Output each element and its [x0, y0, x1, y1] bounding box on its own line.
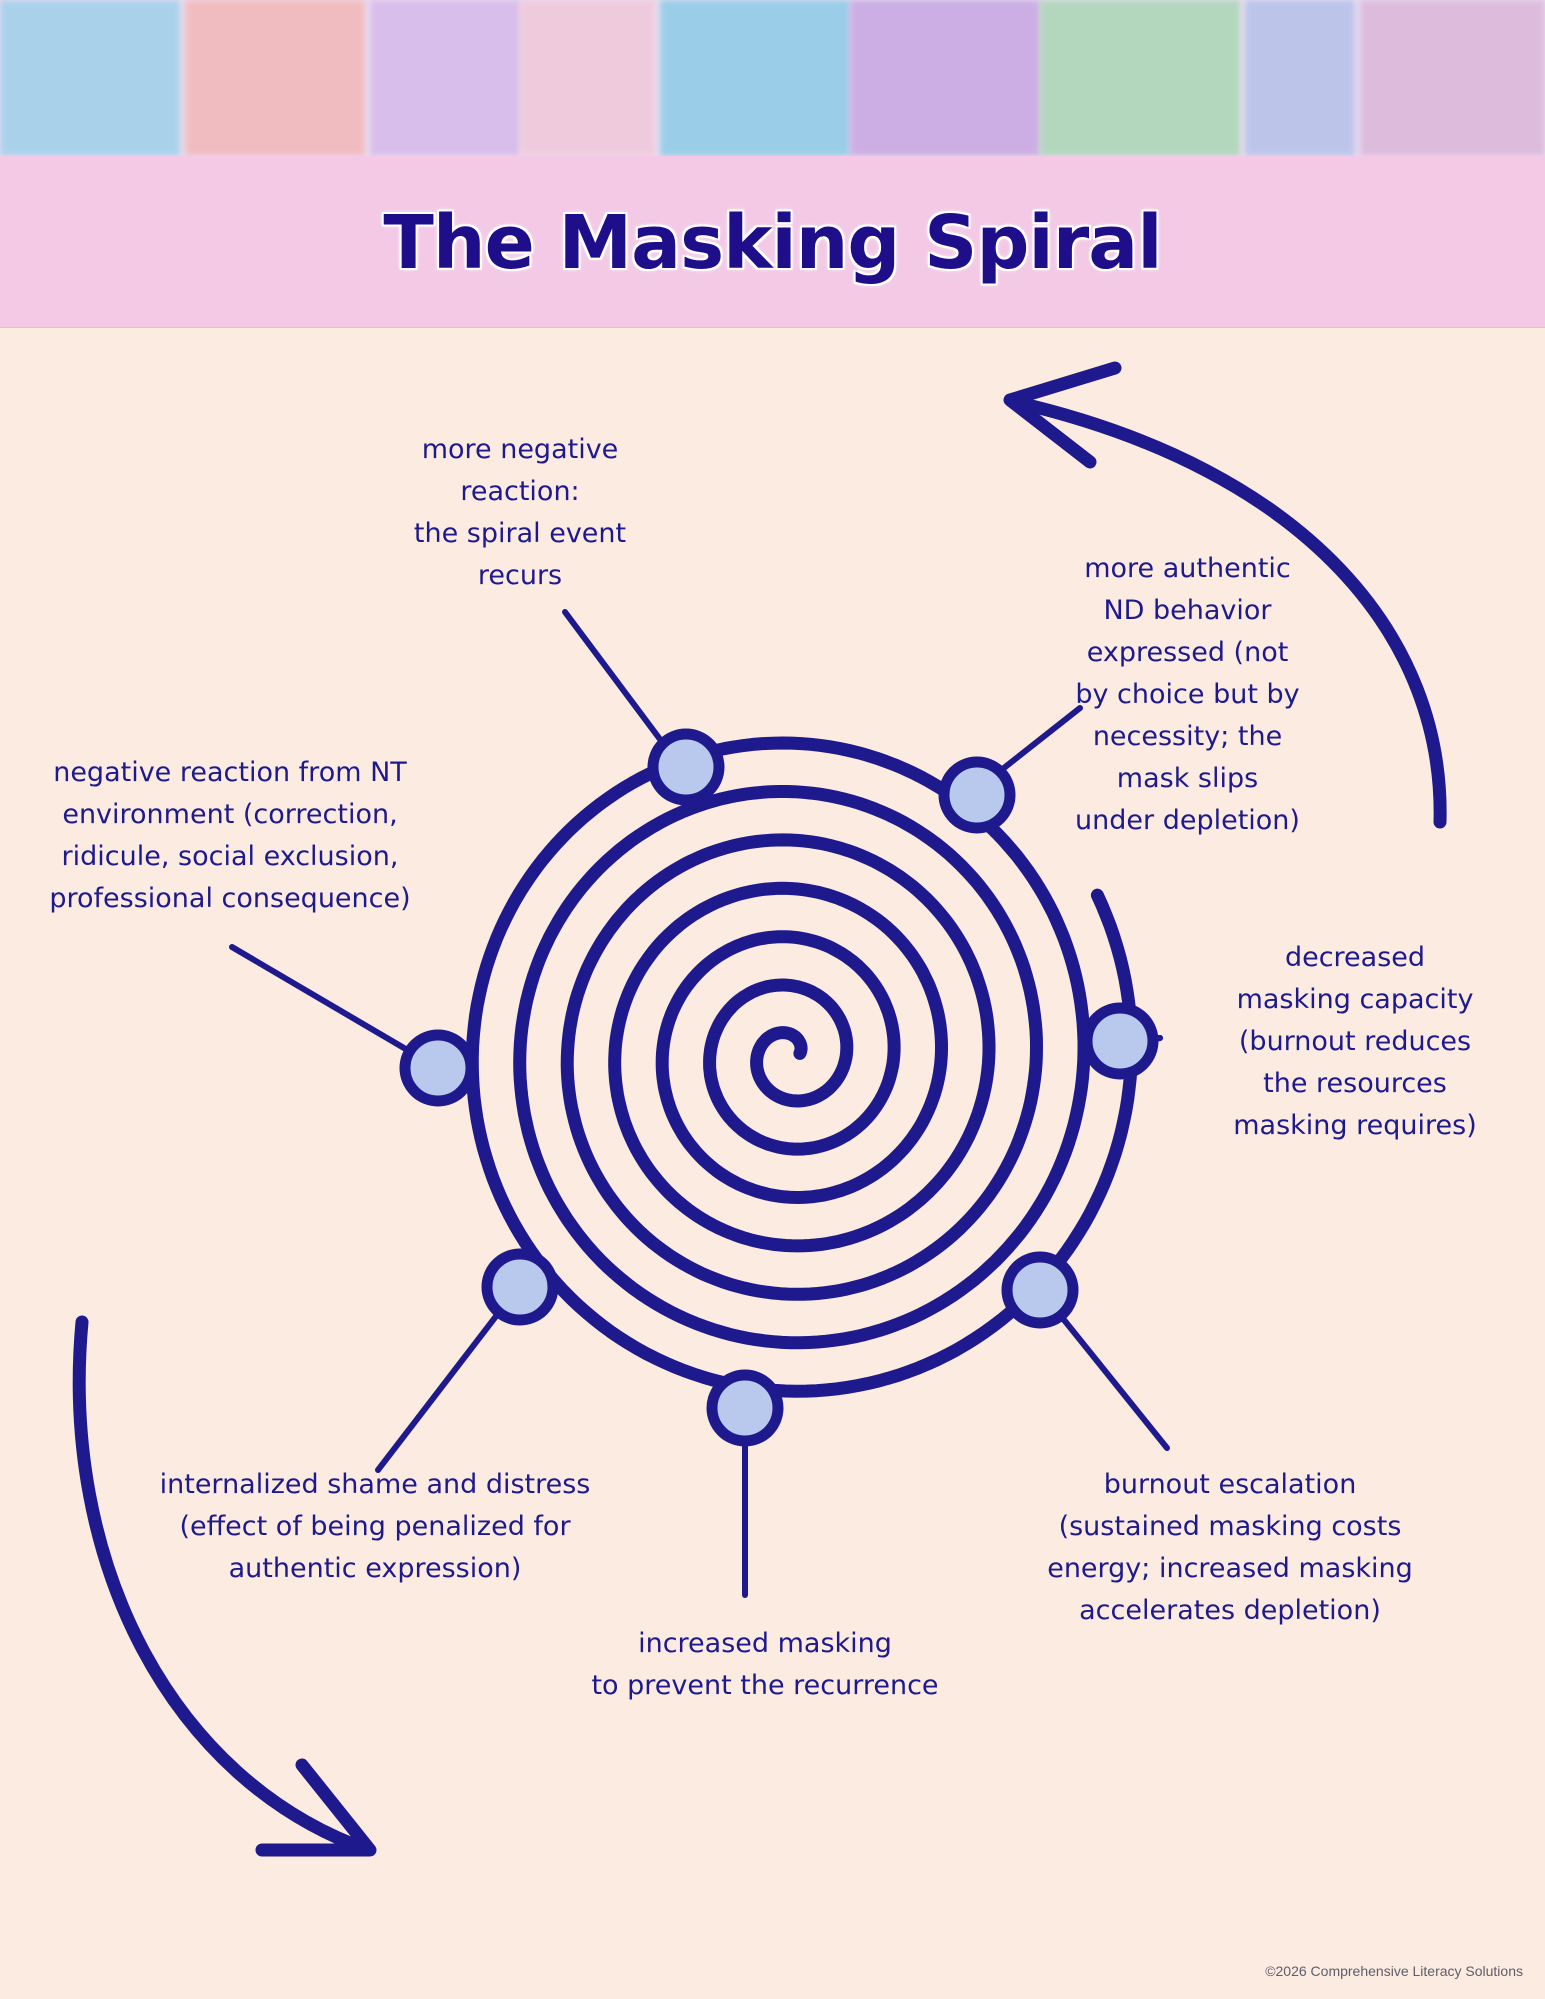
cycle-arrow-bottom-left-head — [255, 1758, 377, 1857]
masking-spiral — [465, 736, 1138, 1398]
connector-authentic — [992, 705, 1083, 778]
cycle-arrow-bottom-left — [72, 1315, 375, 1857]
connector-negative — [229, 944, 441, 1071]
copyright-footer: ©2026 Comprehensive Literacy Solutions — [1265, 1963, 1523, 1979]
title-banner — [0, 156, 1545, 328]
stage-node-capacity — [1081, 1002, 1159, 1080]
stage-label-increased-masking: increased masking to prevent the recurre… — [591, 1628, 939, 1701]
stage-node-masking — [706, 1369, 784, 1447]
stage-node-negative — [399, 1029, 477, 1107]
stage-label-authentic-behavior: more authentic ND behavior expressed (no… — [1075, 553, 1300, 836]
stage-label-negative-reaction: negative reaction from NT environment (c… — [49, 757, 411, 914]
stage-label-burnout-escalation: burnout escalation (sustained masking co… — [1047, 1469, 1413, 1626]
watercolor-header — [0, 0, 1545, 156]
stage-label-internalized-shame: internalized shame and distress (effect … — [159, 1469, 591, 1584]
stage-node-recurs — [647, 728, 725, 806]
page-title: The Masking Spiral — [383, 200, 1162, 286]
connector-recurs — [562, 609, 671, 753]
stage-node-authentic — [938, 756, 1016, 834]
stage-label-decreased-capacity: decreased masking capacity (burnout redu… — [1233, 942, 1477, 1141]
cycle-arrow-top-right — [1008, 395, 1447, 829]
cycle-arrow-top-right-head — [1003, 361, 1122, 469]
stage-node-shame — [481, 1248, 559, 1326]
stage-label-recurs: more negative reaction: the spiral event… — [413, 434, 627, 591]
stage-node-burnout — [1001, 1251, 1079, 1329]
